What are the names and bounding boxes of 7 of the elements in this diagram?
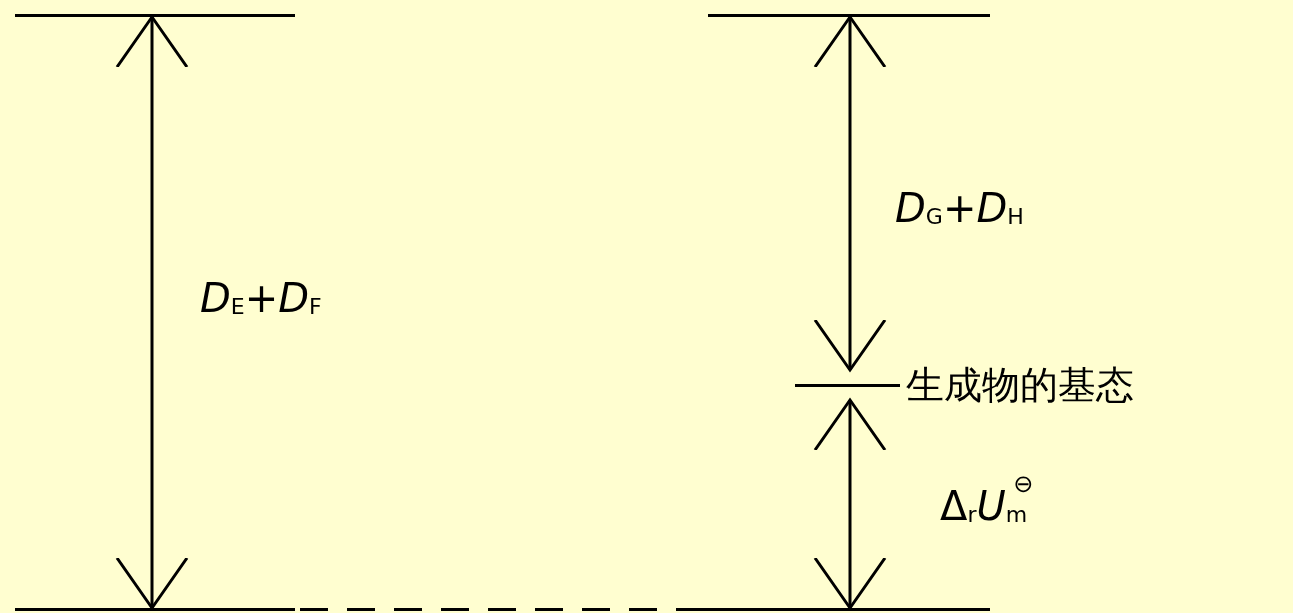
energy-level-line [15, 608, 990, 611]
energy-arrow [813, 15, 887, 372]
level-label: 生成物的基态 [906, 361, 1134, 409]
energy-arrow [813, 398, 887, 610]
energy-arrow [115, 15, 189, 610]
energy-level-line [708, 14, 990, 17]
energy-level-line [15, 14, 295, 17]
